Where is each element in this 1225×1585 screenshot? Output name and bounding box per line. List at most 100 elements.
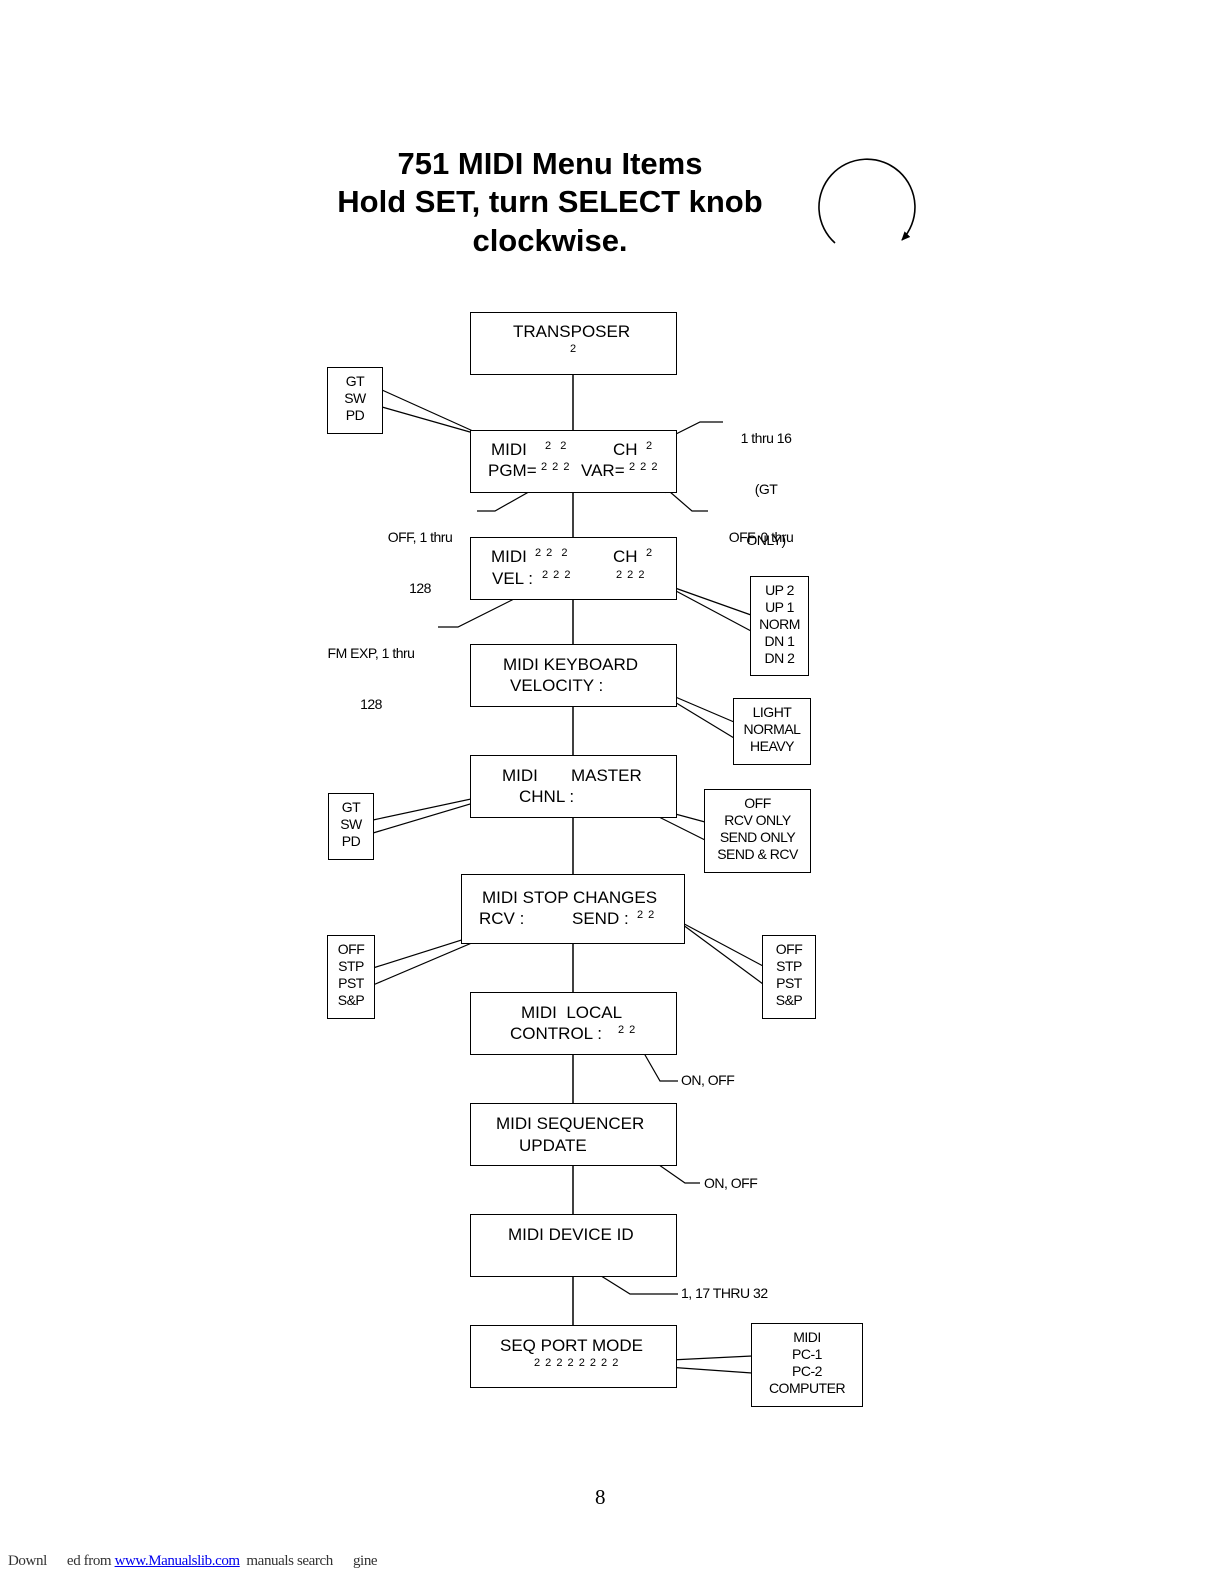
local-control-line-2: CONTROL : [510,1024,602,1043]
send-mode-options: OFF STP PST S&P [762,935,816,1019]
midi-channel-velocity-box: MIDI 2 2 2 CH 2 VEL : 2 2 2 2 2 2 [470,537,677,600]
option-item: COMPUTER [768,1380,846,1396]
local-control-value: 2 2 [618,1024,637,1036]
sequencer-update-box: MIDI SEQUENCER UPDATE [470,1103,677,1166]
title-line-1: 751 MIDI Menu Items [397,146,703,181]
variation-value: 2 2 2 [629,461,659,473]
channel-value: 2 [646,547,654,559]
local-control-note: ON, OFF [681,1072,735,1088]
midi-label: MIDI [491,547,527,566]
variation-label: VAR= [581,461,625,480]
midi-channel-program-box: MIDI 2 2 CH 2 PGM= 2 2 2 VAR= 2 2 2 [470,430,677,493]
option-item: S&P [775,992,803,1008]
option-item: UP 2 [765,582,794,598]
channel-label: CH [613,547,638,566]
stop-changes-line-1: MIDI STOP CHANGES [482,888,658,907]
channel-label: CH [613,440,638,459]
option-item: OFF [775,941,803,957]
master-channel-line-2: CHNL : [519,787,575,806]
seq-port-mode-label: SEQ PORT MODE [500,1336,643,1355]
receive-label: RCV : [479,909,525,928]
title-line-3: clockwise. [472,223,628,258]
transpose-value: 2 2 2 [616,569,646,581]
option-item: OFF [744,795,771,811]
device-id-label: MIDI DEVICE ID [508,1225,634,1244]
option-item: PD [345,407,365,423]
note-line: ONLY) [746,532,786,548]
program-label: PGM= [488,461,537,480]
local-control-line-1: MIDI LOCAL [521,1003,623,1022]
seq-port-mode-value: 2 2 2 2 2 2 2 2 [534,1357,620,1369]
port-mode-options: MIDI PC-1 PC-2 COMPUTER [751,1323,863,1407]
program-value: 2 2 2 [541,461,571,473]
note-line: (GT [754,481,778,497]
option-item: HEAVY [750,738,794,754]
manualslib-link[interactable]: www.Manualslib.com [114,1553,241,1569]
transposer-label: TRANSPOSER [513,322,631,341]
note-line: 128 [360,696,382,712]
master-channel-line-1: MIDI MASTER [502,766,642,785]
keyboard-velocity-line-1: MIDI KEYBOARD [503,655,639,674]
page-number: 8 [595,1485,606,1509]
footer-prefix: Downl ed from [8,1553,115,1569]
option-item: MIDI [793,1329,821,1345]
stop-changes-box: MIDI STOP CHANGES RCV : SEND : 2 2 [461,874,685,944]
note-line: 128 [409,580,431,596]
sequencer-update-line-1: MIDI SEQUENCER [496,1114,645,1133]
option-item: GT [345,373,365,389]
keyboard-velocity-box: MIDI KEYBOARD VELOCITY : [470,644,677,707]
midi-label: MIDI [491,440,527,459]
velocity-value: 2 2 2 [542,569,572,581]
keyboard-velocity-line-2: VELOCITY : [510,676,604,695]
midi-value: 2 2 2 [535,547,569,559]
title-line-2: Hold SET, turn SELECT knob [337,184,763,219]
option-item: SEND & RCV [717,846,798,862]
velocity-options: LIGHT NORMAL HEAVY [733,698,811,765]
option-item: S&P [337,992,365,1008]
option-item: PST [776,975,802,991]
option-item: STP [338,958,364,974]
transpose-options: UP 2 UP 1 NORM DN 1 DN 2 [750,576,809,676]
option-item: PD [341,833,361,849]
transposer-box: TRANSPOSER 2 [470,312,677,375]
option-item: RCV ONLY [724,812,791,828]
local-control-box: MIDI LOCAL CONTROL : 2 2 [470,992,677,1055]
gt-sw-pd-options-1: GT SW PD [327,367,383,434]
option-item: NORM [759,616,800,632]
clockwise-arrow-icon [818,158,916,244]
option-item: SW [344,390,366,406]
option-item: PC-1 [792,1346,822,1362]
option-item: LIGHT [752,704,792,720]
option-item: STP [776,958,802,974]
send-value: 2 2 [637,909,656,921]
program-range-note: OFF, 1 thru 128 [375,495,465,614]
gt-sw-pd-options-2: GT SW PD [328,793,374,860]
note-line: OFF, 0 thru [728,529,794,545]
channel-range-note: 1 thru 16 (GT ONLY) [722,396,810,566]
sequencer-update-note: ON, OFF [704,1175,758,1191]
option-item: PC-2 [792,1363,822,1379]
master-channel-box: MIDI MASTER CHNL : [470,755,677,818]
option-item: SEND ONLY [719,829,796,845]
midi-value: 2 2 [545,440,568,452]
option-item: PST [338,975,364,991]
option-item: DN 2 [764,650,795,666]
device-id-note: 1, 17 THRU 32 [681,1285,768,1301]
velocity-label: VEL : [492,569,533,588]
option-item: UP 1 [765,599,794,615]
note-line: OFF, 1 thru [387,529,453,545]
receive-mode-options: OFF STP PST S&P [327,935,375,1019]
option-item: GT [341,799,361,815]
sequencer-update-line-2: UPDATE [519,1136,587,1155]
option-item: NORMAL [743,721,801,737]
transposer-value: 2 [570,343,578,355]
option-item: OFF [337,941,365,957]
send-label: SEND : [572,909,629,928]
option-item: SW [340,816,362,832]
master-mode-options: OFF RCV ONLY SEND ONLY SEND & RCV [704,789,811,873]
note-line: 1 thru 16 [740,430,792,446]
velocity-range-note: FM EXP, 1 thru 128 [316,611,426,730]
option-item: DN 1 [764,633,795,649]
seq-port-mode-box: SEQ PORT MODE 2 2 2 2 2 2 2 2 [470,1325,677,1388]
channel-value: 2 [646,440,654,452]
